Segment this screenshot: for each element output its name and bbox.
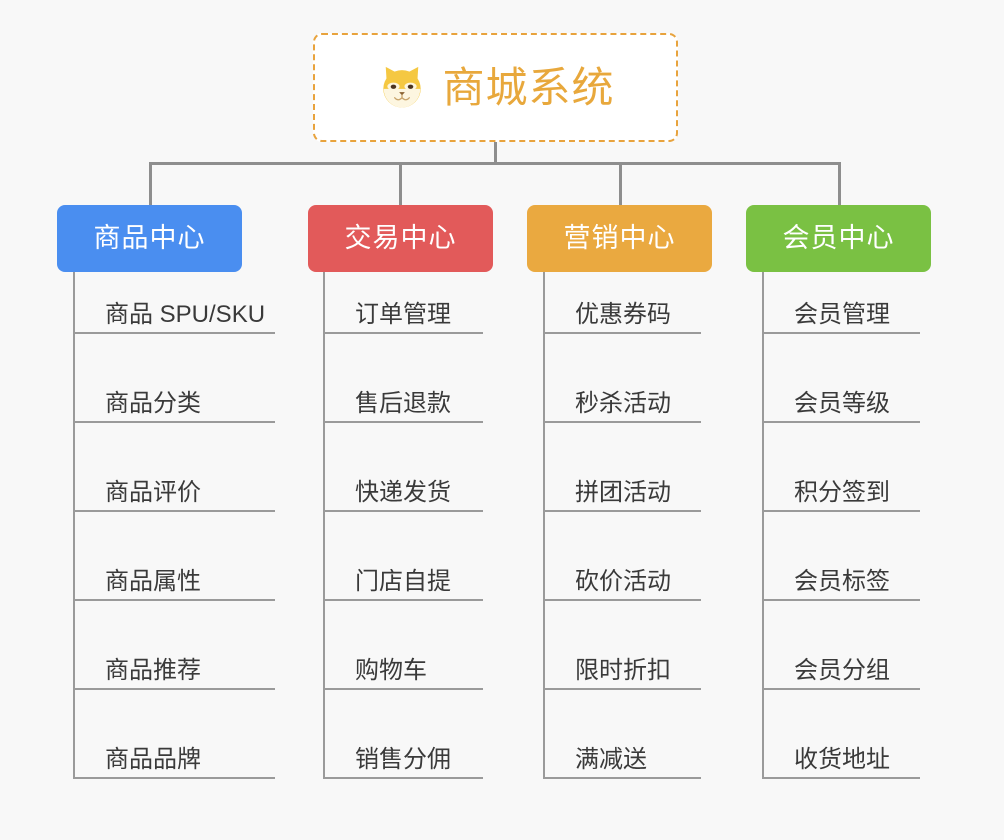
leaf-item[interactable]: 收货地址 [762,717,920,779]
leaf-item[interactable]: 商品 SPU/SKU [73,272,275,334]
leaf-item[interactable]: 秒杀活动 [543,361,701,423]
leaf-item[interactable]: 商品推荐 [73,628,275,690]
connector-drop-2 [399,162,402,205]
leaf-item-label: 秒杀活动 [575,390,671,417]
leaf-item[interactable]: 优惠券码 [543,272,701,334]
root-title: 商城系统 [442,63,615,111]
leaf-item-label: 优惠券码 [575,301,671,328]
category-box-营销中心[interactable]: 营销中心 [527,205,712,272]
leaf-item-label: 商品品牌 [105,746,201,773]
leaf-item[interactable]: 订单管理 [323,272,483,334]
leaf-item[interactable]: 限时折扣 [543,628,701,690]
leaf-item-label: 收货地址 [794,746,890,773]
leaf-item-label: 限时折扣 [575,657,671,684]
leaf-item-label: 会员标签 [794,568,890,595]
root-node[interactable]: 商城系统 [313,33,678,142]
leaf-item[interactable]: 商品品牌 [73,717,275,779]
leaf-item-label: 会员等级 [794,390,890,417]
connector-horizontal-bus [149,162,841,165]
leaf-item-label: 会员管理 [794,301,890,328]
leaf-item[interactable]: 满减送 [543,717,701,779]
leaf-item-label: 商品分类 [105,390,201,417]
leaf-item-label: 门店自提 [355,568,451,595]
leaf-item[interactable]: 快递发货 [323,450,483,512]
leaf-item[interactable]: 会员等级 [762,361,920,423]
leaf-item[interactable]: 销售分佣 [323,717,483,779]
leaf-item[interactable]: 商品属性 [73,539,275,601]
leaf-item[interactable]: 商品评价 [73,450,275,512]
category-box-交易中心[interactable]: 交易中心 [308,205,493,272]
category-label: 会员中心 [782,223,895,253]
leaf-item[interactable]: 购物车 [323,628,483,690]
leaf-item[interactable]: 会员标签 [762,539,920,601]
shiba-dog-face-icon [376,62,428,114]
leaf-item-label: 满减送 [575,746,647,773]
leaf-item-label: 商品评价 [105,479,201,506]
category-label: 交易中心 [344,223,457,253]
leaf-item-label: 商品 SPU/SKU [105,301,266,328]
leaf-item-label: 拼团活动 [575,479,671,506]
leaf-item[interactable]: 拼团活动 [543,450,701,512]
leaf-item-label: 售后退款 [355,390,451,417]
leaf-item-label: 会员分组 [794,657,890,684]
connector-drop-4 [838,162,841,205]
leaf-item-label: 订单管理 [355,301,451,328]
leaf-item-label: 快递发货 [355,479,451,506]
leaf-item[interactable]: 会员分组 [762,628,920,690]
category-label: 营销中心 [563,223,676,253]
leaf-item[interactable]: 售后退款 [323,361,483,423]
leaf-item[interactable]: 会员管理 [762,272,920,334]
leaf-spine [323,272,325,779]
connector-drop-1 [149,162,152,205]
leaf-spine [73,272,75,779]
leaf-spine [762,272,764,779]
leaf-item-label: 商品属性 [105,568,201,595]
leaf-item-label: 积分签到 [794,479,890,506]
leaf-item-label: 购物车 [355,657,427,684]
leaf-item[interactable]: 积分签到 [762,450,920,512]
leaf-item[interactable]: 砍价活动 [543,539,701,601]
leaf-item-label: 砍价活动 [575,568,671,595]
category-box-商品中心[interactable]: 商品中心 [57,205,242,272]
category-label: 商品中心 [93,223,206,253]
leaf-item-label: 商品推荐 [105,657,201,684]
category-box-会员中心[interactable]: 会员中心 [746,205,931,272]
connector-root-stem [494,142,497,164]
leaf-item[interactable]: 商品分类 [73,361,275,423]
connector-drop-3 [619,162,622,205]
leaf-item[interactable]: 门店自提 [323,539,483,601]
leaf-item-label: 销售分佣 [355,746,451,773]
leaf-spine [543,272,545,779]
